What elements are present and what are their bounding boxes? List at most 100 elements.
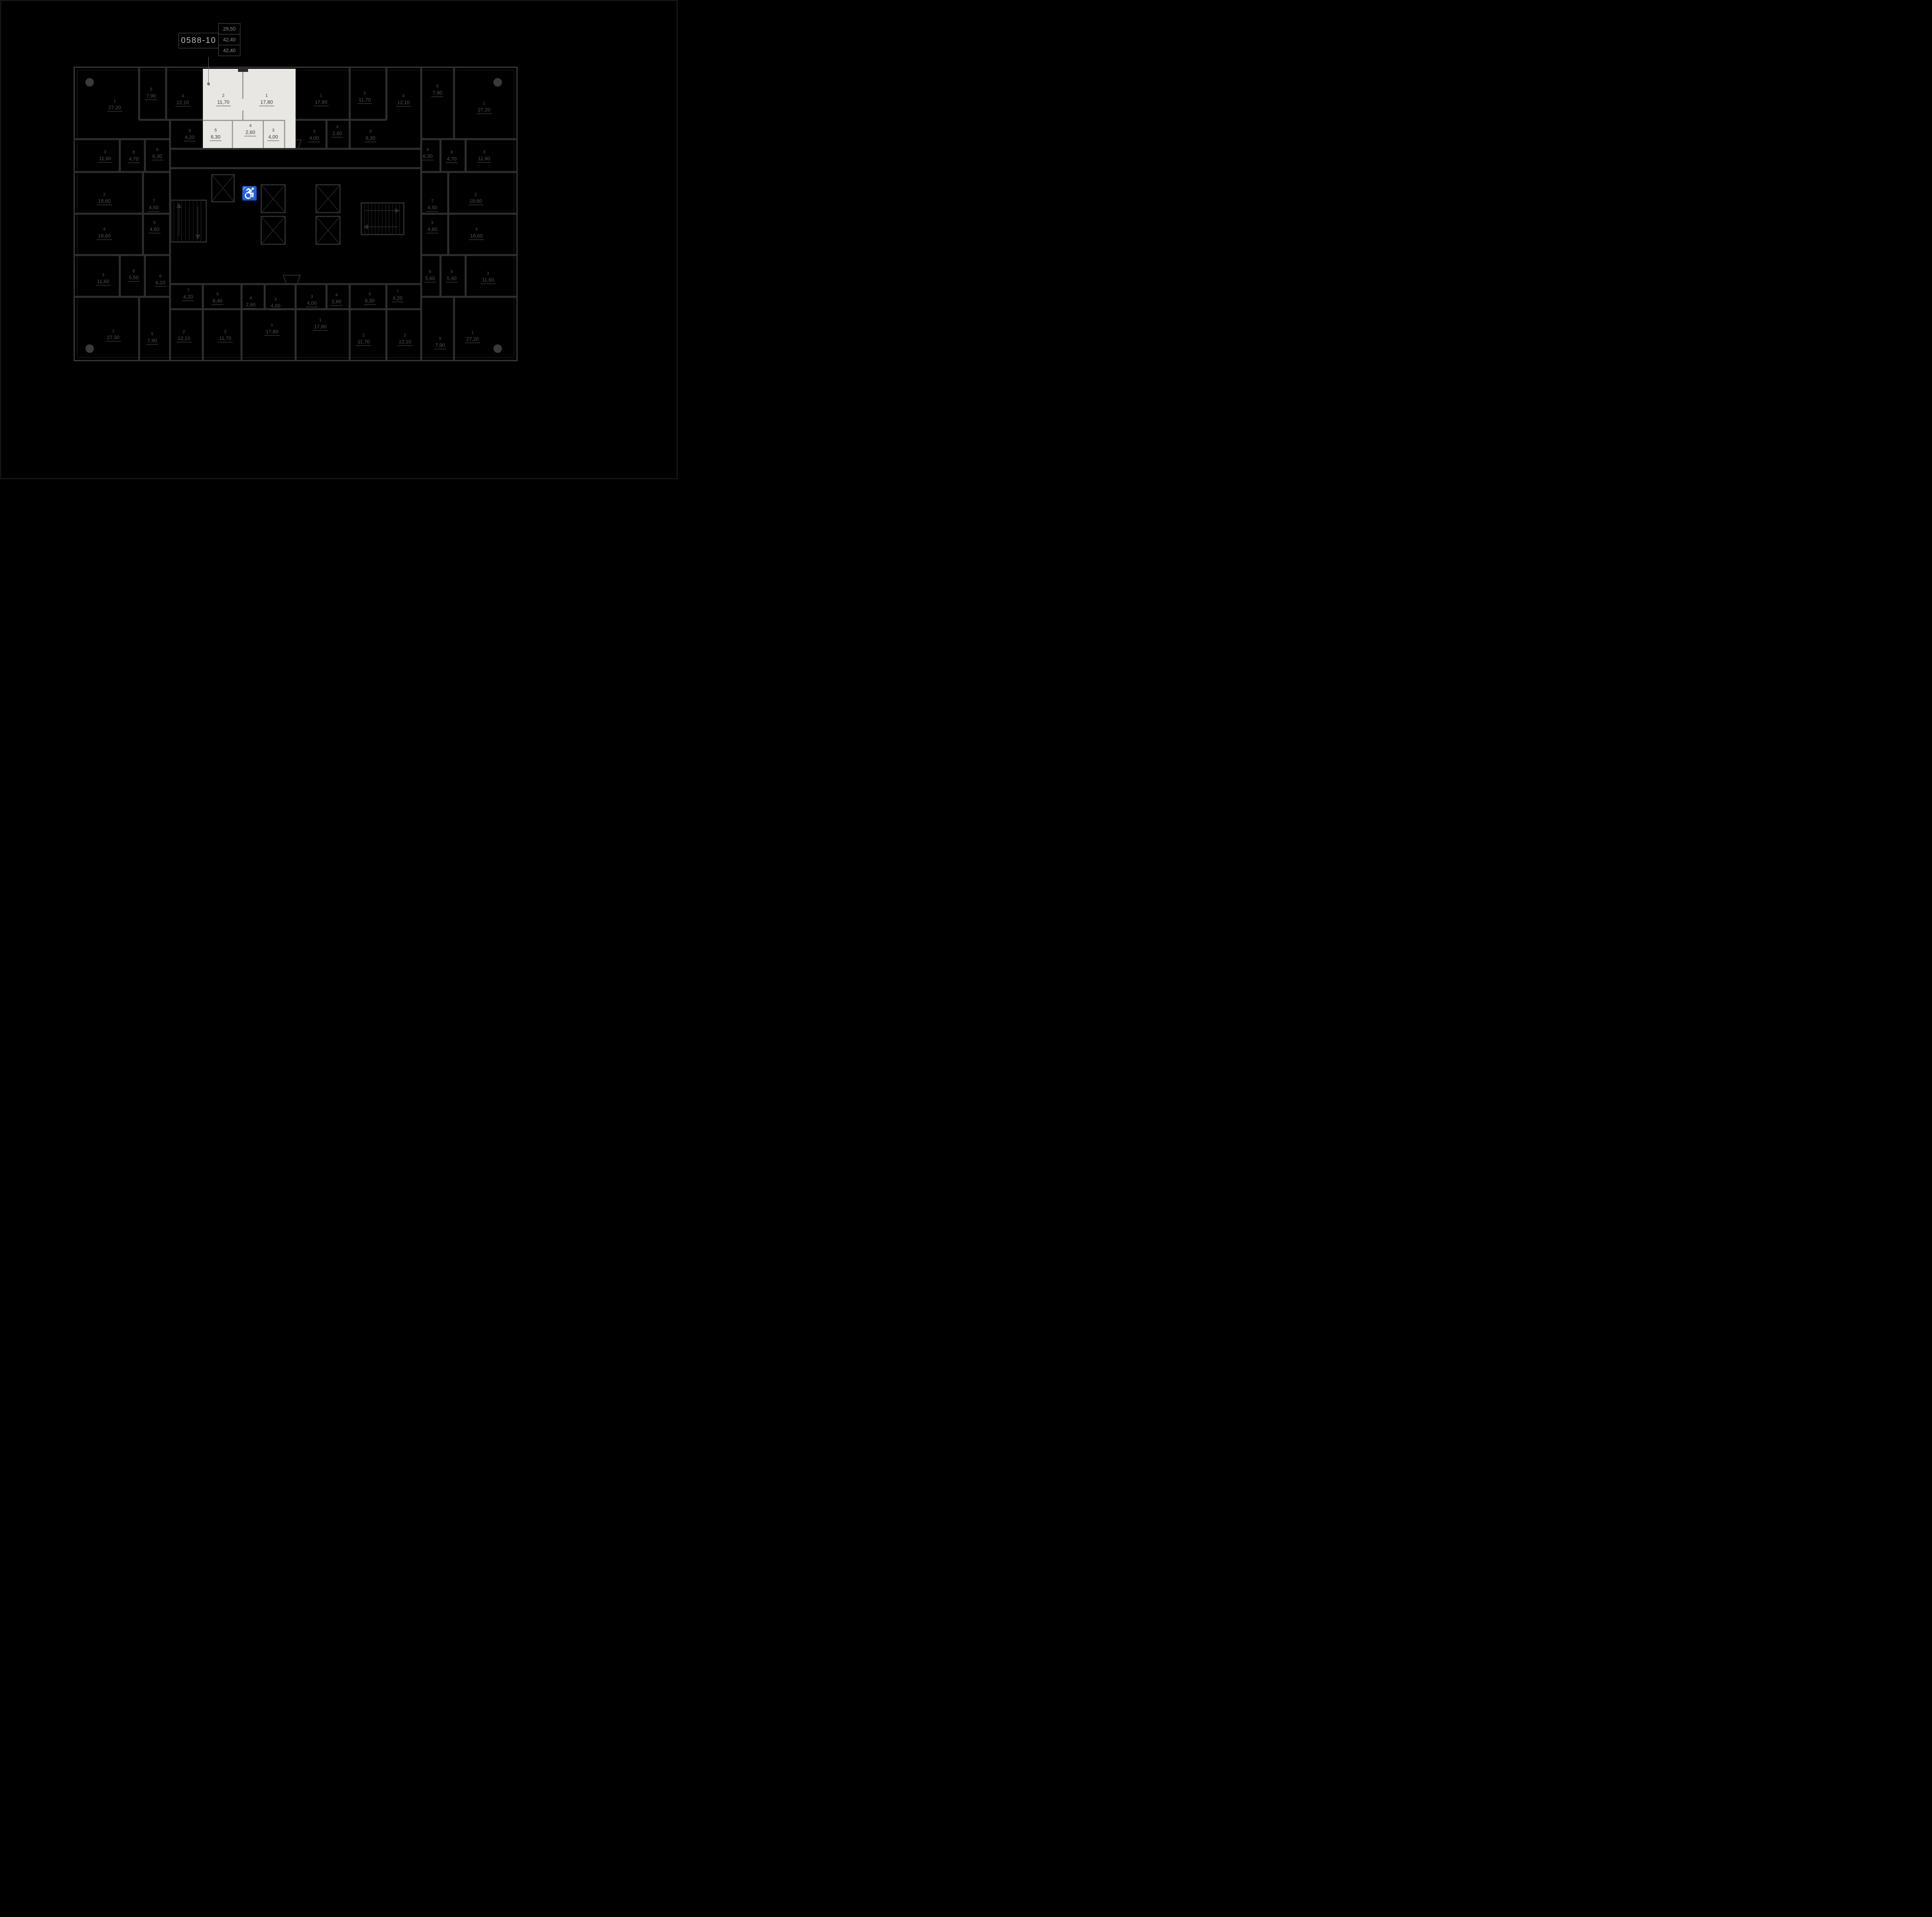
room-area: 4,20 — [391, 295, 404, 302]
room-number: 3 — [483, 150, 486, 155]
room-area: 2,60 — [244, 129, 257, 136]
room-label: 5 6,30 — [209, 128, 222, 141]
room-number: 9 — [188, 128, 191, 133]
room-number: 4 — [402, 94, 405, 99]
room-number: 2 — [363, 91, 366, 96]
room-area: 4,60 — [148, 226, 161, 233]
room-number: 5 — [216, 292, 219, 297]
room-area: 4,00 — [306, 300, 318, 307]
room-number: 2 — [362, 333, 365, 338]
room-label: 2 11,70 — [216, 94, 231, 106]
room-area: 2,60 — [245, 302, 257, 309]
room-number: 8 — [450, 150, 453, 155]
room-number: 6 — [156, 147, 159, 152]
flat-wall — [284, 120, 285, 148]
room-area: 17,80 — [313, 324, 328, 331]
callout-leader-dot — [207, 82, 210, 85]
floorplan-stage: ♿ — [0, 0, 678, 479]
room-number: 7 — [431, 199, 434, 204]
room-area: 6,30 — [151, 153, 163, 160]
vestibule-door — [282, 275, 301, 284]
room-number: 5 — [214, 128, 217, 133]
room-area: 18,60 — [97, 233, 112, 240]
room-area: 6,40 — [211, 298, 224, 305]
flat-wall — [242, 69, 243, 99]
room-number: 5 — [151, 332, 154, 337]
unit-areas: 29,50 42,40 42,40 — [218, 23, 240, 56]
room-area: 7,90 — [145, 93, 157, 100]
room-number: 3 — [310, 294, 313, 299]
room-area: 17,80 — [264, 329, 280, 336]
room-number: 7 — [152, 199, 155, 204]
room-area: 7,90 — [434, 342, 446, 349]
room-number: 1 — [471, 330, 474, 335]
room-area: 11,70 — [356, 339, 371, 346]
room-number: 1 — [112, 329, 115, 334]
room-area: 27,20 — [476, 107, 492, 114]
room-number: 2 — [103, 192, 106, 197]
room-number: 5 — [368, 292, 371, 297]
room-number: 6 — [426, 147, 429, 152]
elevator-icon — [211, 174, 341, 245]
room-number: 8 — [132, 150, 135, 155]
room-area: 4,20 — [182, 294, 194, 301]
interior-walls — [74, 67, 517, 361]
stairs-icon — [361, 202, 405, 235]
room-number: 2 — [224, 329, 227, 334]
room-number: 4 — [335, 293, 338, 298]
room-number: 4 — [181, 94, 184, 99]
room-label: 3 4,00 — [267, 128, 279, 141]
room-area: 5,50 — [128, 275, 140, 282]
room-number: 5 — [436, 84, 439, 89]
room-area: 12,10 — [175, 100, 190, 107]
flat-wall — [242, 111, 243, 120]
room-number: 4 — [475, 227, 478, 232]
room-number: 7 — [187, 288, 190, 293]
column-icon — [493, 78, 502, 87]
room-area: 18,60 — [468, 198, 483, 205]
room-number: 9 — [431, 220, 434, 225]
room-number: 7 — [396, 289, 399, 294]
room-area: 17,80 — [259, 99, 274, 106]
room-area: 6,30 — [364, 298, 376, 305]
area-value: 42,40 — [218, 45, 240, 56]
room-area: 5,60 — [424, 276, 436, 283]
room-area: 11,70 — [216, 99, 231, 106]
room-label: 1 17,80 — [259, 94, 274, 106]
room-area: 11,60 — [96, 279, 111, 286]
room-area: 7,90 — [146, 338, 158, 345]
room-number: 4 — [336, 124, 339, 129]
selected-flat[interactable]: 2 11,70 1 17,80 5 6,30 4 2,60 3 4,00 — [203, 66, 296, 148]
